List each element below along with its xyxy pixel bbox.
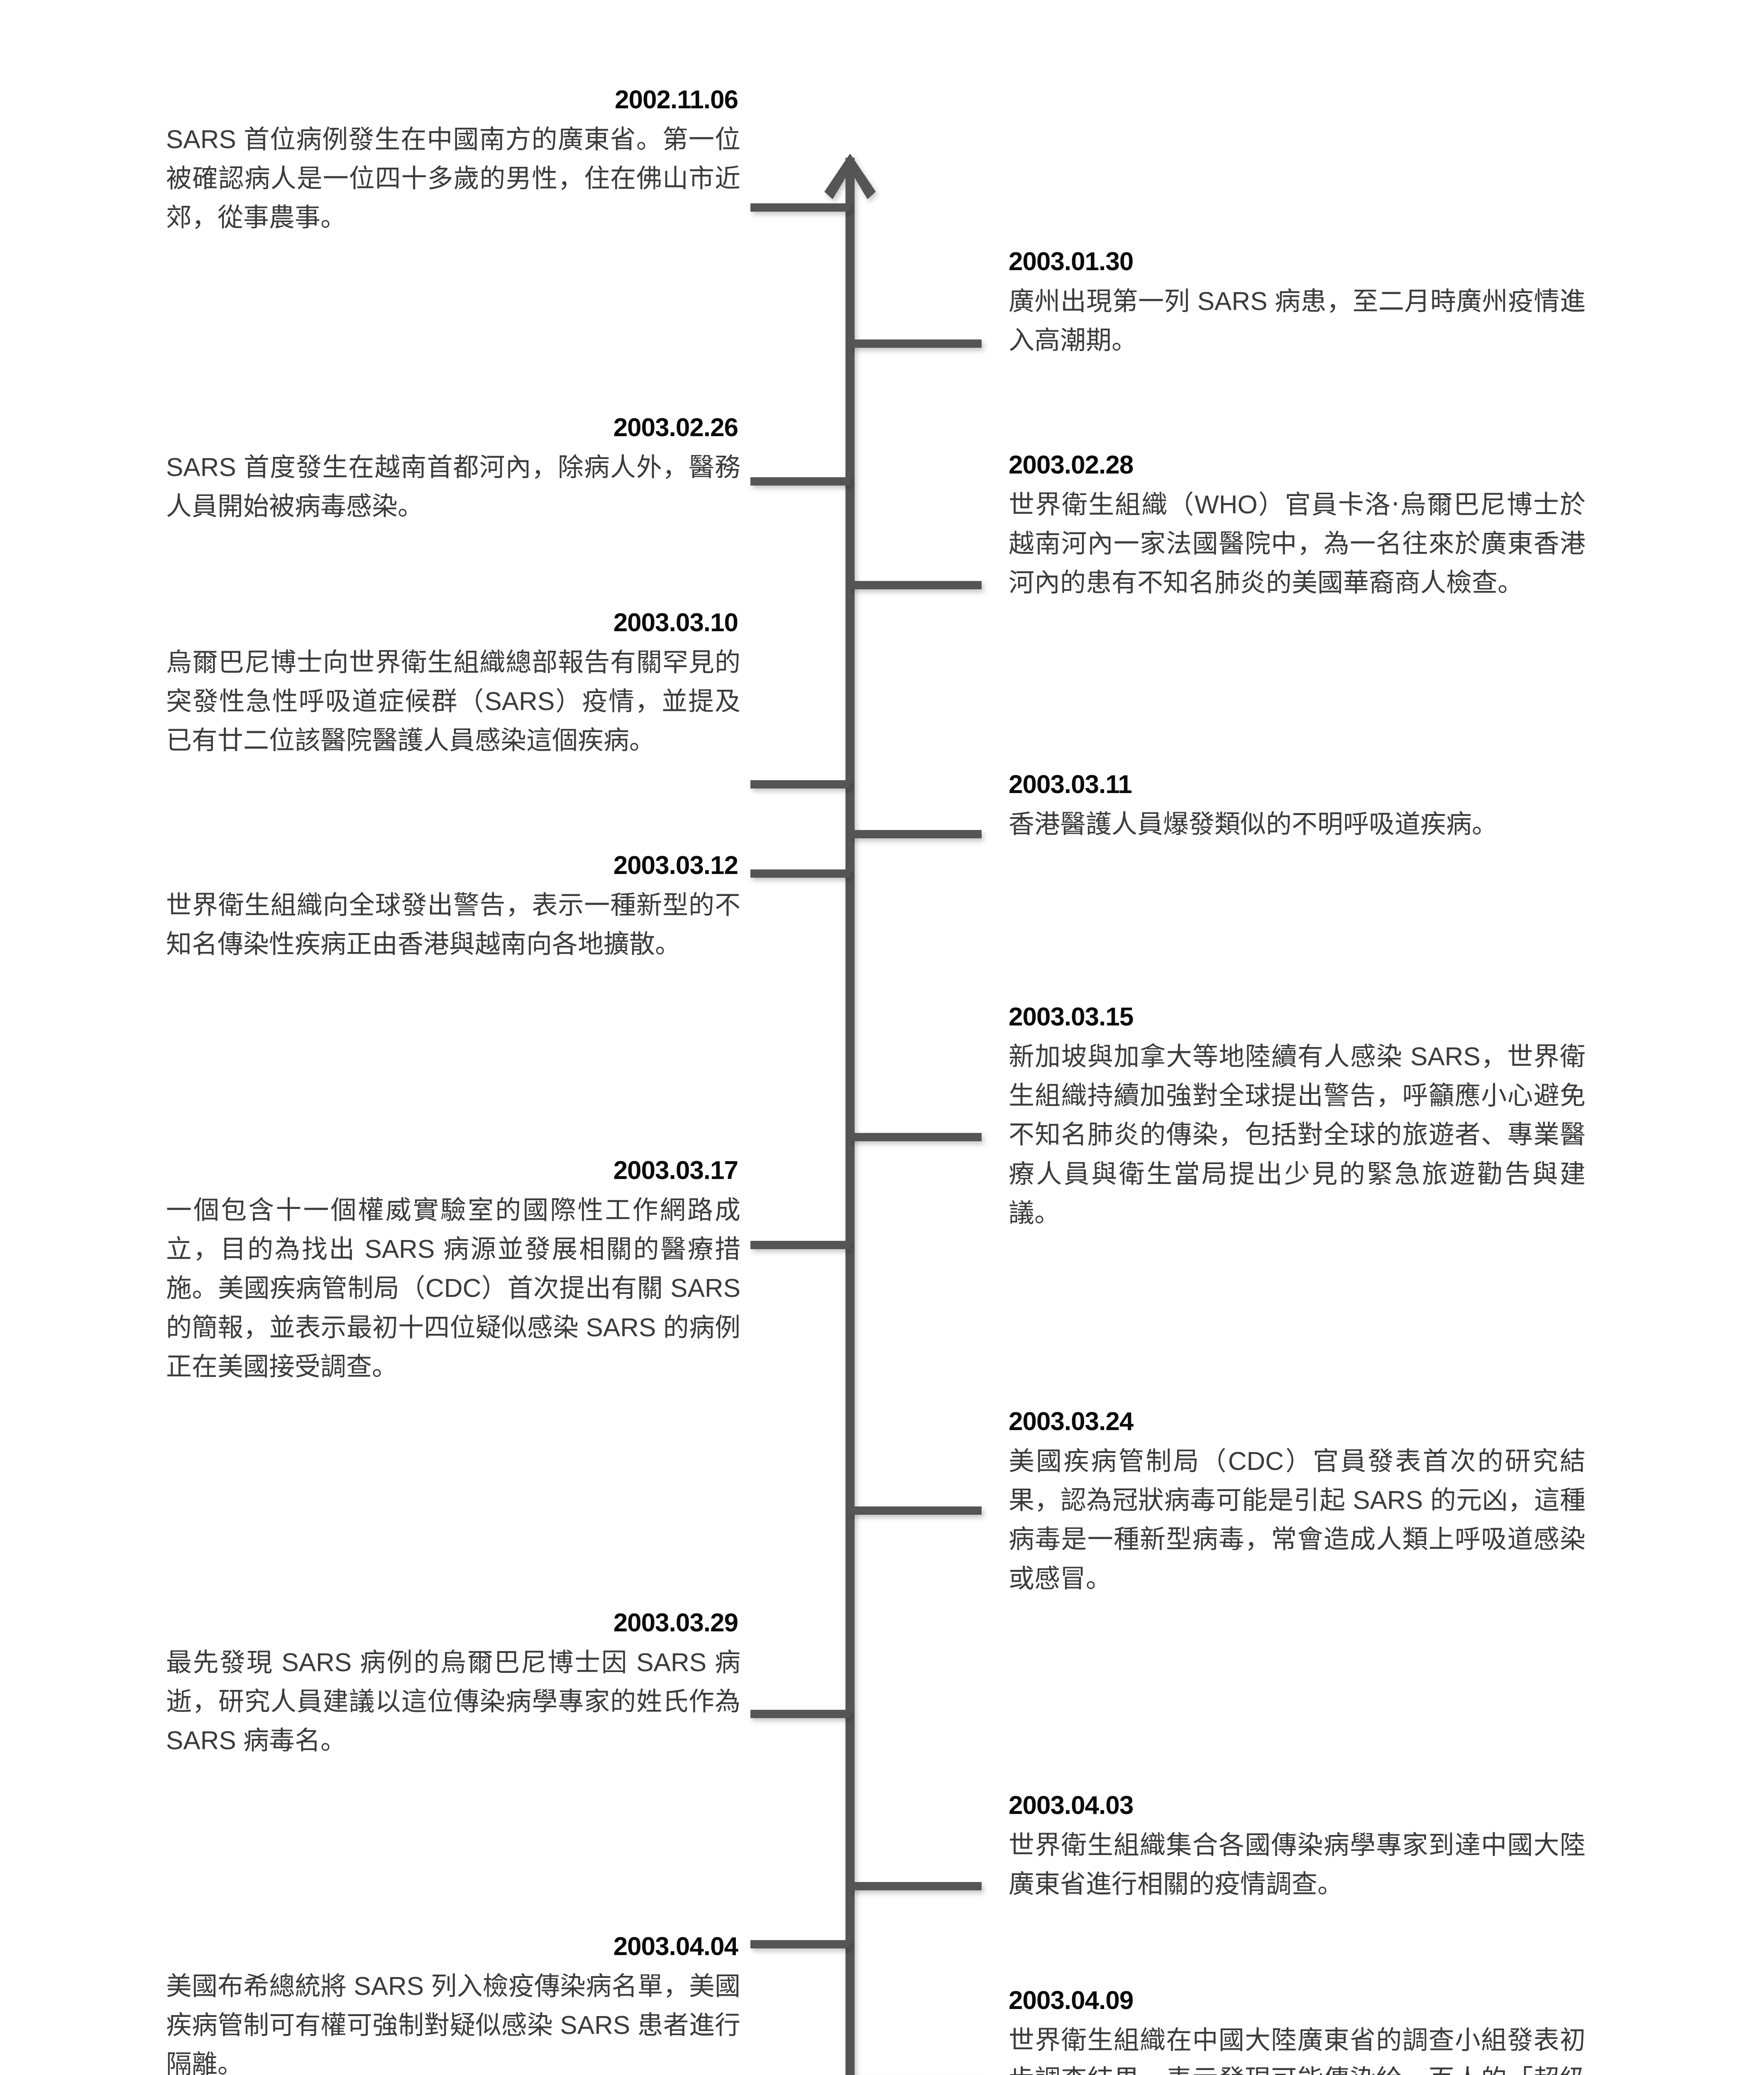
timeline-event-left-2003-03-29: 2003.03.29 最先發現 SARS 病例的烏爾巴尼博士因 SARS 病逝，研… (166, 1610, 743, 1761)
event-description: 烏爾巴尼博士向世界衛生組織總部報告有關罕見的突發性急性呼吸道症候群（SARS）疫… (166, 648, 740, 755)
timeline-connector-e3 (750, 477, 850, 486)
event-description: 新加坡與加拿大等地陸續有人感染 SARS，世界衛生組織持續加強對全球提出警告，呼… (1009, 1042, 1586, 1228)
event-description: SARS 首位病例發生在中國南方的廣東省。第一位被確認病人是一位四十多歲的男性，… (166, 125, 740, 232)
timeline-axis (824, 154, 876, 2075)
event-date: 2003.01.30 (1009, 247, 1134, 276)
event-description: 世界衛生組織在中國大陸廣東省的調查小組發表初步調查結果，表示發現可能傳染給一百人… (1009, 2026, 1586, 2075)
timeline-event-right-2003-03-11: 2003.03.11 香港醫護人員爆發類似的不明呼吸道疾病。 (1009, 772, 1586, 844)
timeline-connector-e6 (850, 830, 982, 838)
timeline-connector-e4 (850, 581, 982, 589)
timeline-event-right-2003-04-03: 2003.04.03 世界衛生組織集合各國傳染病學專家到達中國大陸廣東省進行相關的… (1009, 1793, 1586, 1904)
timeline-connectors (750, 203, 982, 1948)
timeline-connector-e9 (750, 1241, 850, 1249)
timeline-event-left-2003-04-04: 2003.04.04 美國布希總統將 SARS 列入檢疫傳染病名單，美國疾病管制可… (166, 1934, 743, 2075)
timeline-connector-e12 (850, 1882, 982, 1890)
timeline-connector-e1 (750, 203, 850, 212)
event-date: 2003.03.17 (613, 1156, 738, 1185)
timeline-connector-e13 (750, 1940, 850, 1948)
event-description: 香港醫護人員爆發類似的不明呼吸道疾病。 (1009, 810, 1498, 839)
timeline-connector-e8 (850, 1133, 982, 1141)
event-date: 2003.03.15 (1009, 1003, 1134, 1031)
event-date: 2003.03.10 (613, 608, 738, 637)
timeline-arrow-top (824, 154, 876, 199)
event-description: 美國疾病管制局（CDC）官員發表首次的研究結果，認為冠狀病毒可能是引起 SARS… (1009, 1447, 1586, 1593)
event-date: 2003.02.28 (1009, 451, 1134, 479)
timeline-event-right-2003-04-09: 2003.04.09 世界衛生組織在中國大陸廣東省的調查小組發表初步調查結果，表示… (1009, 1988, 1586, 2075)
event-description: 最先發現 SARS 病例的烏爾巴尼博士因 SARS 病逝，研究人員建議以這位傳染… (166, 1648, 740, 1755)
timeline-axis-shaft (845, 158, 855, 2075)
timeline-event-left-2003-03-17: 2003.03.17 一個包含十一個權威實驗室的國際性工作網路成立，目的為找出 S… (166, 1158, 743, 1387)
event-description: 世界衛生組織向全球發出警告，表示一種新型的不知名傳染性疾病正由香港與越南向各地擴… (166, 891, 740, 959)
timeline-event-right-2003-03-15: 2003.03.15 新加坡與加拿大等地陸續有人感染 SARS，世界衛生組織持續加… (1009, 1004, 1586, 1233)
event-date: 2003.04.09 (1009, 1986, 1134, 2015)
event-date: 2003.04.03 (1009, 1791, 1134, 1820)
event-description: SARS 首度發生在越南首都河內，除病人外，醫務人員開始被病毒感染。 (166, 453, 740, 521)
event-date: 2002.11.06 (615, 85, 738, 114)
event-description: 廣州出現第一列 SARS 病患，至二月時廣州疫情進入高潮期。 (1009, 287, 1586, 355)
timeline-connector-e10 (850, 1506, 982, 1515)
event-date: 2003.03.29 (613, 1609, 738, 1637)
event-date: 2003.03.11 (1009, 770, 1132, 799)
event-description: 美國布希總統將 SARS 列入檢疫傳染病名單，美國疾病管制可有權可強制對疑似感染… (166, 1972, 740, 2075)
timeline-event-right-2003-01-30: 2003.01.30 廣州出現第一列 SARS 病患，至二月時廣州疫情進入高潮期。 (1009, 249, 1586, 360)
timeline-connector-e7 (750, 869, 850, 878)
timeline-event-right-2003-03-24: 2003.03.24 美國疾病管制局（CDC）官員發表首次的研究結果，認為冠狀病毒… (1009, 1409, 1586, 1599)
event-date: 2003.03.24 (1009, 1407, 1134, 1436)
timeline-event-right-2003-02-28: 2003.02.28 世界衛生組織（WHO）官員卡洛‧烏爾巴尼博士於越南河內一家法… (1009, 452, 1586, 603)
event-date: 2003.02.26 (613, 413, 738, 442)
timeline-connector-e11 (750, 1710, 850, 1718)
event-date: 2003.04.04 (613, 1932, 738, 1961)
event-description: 世界衛生組織集合各國傳染病學專家到達中國大陸廣東省進行相關的疫情調查。 (1009, 1831, 1586, 1899)
timeline-event-left-2003-03-10: 2003.03.10 烏爾巴尼博士向世界衛生組織總部報告有關罕見的突發性急性呼吸道… (166, 610, 743, 761)
event-date: 2003.03.12 (613, 851, 738, 880)
timeline-event-left-2003-03-12: 2003.03.12 世界衛生組織向全球發出警告，表示一種新型的不知名傳染性疾病正… (166, 853, 743, 964)
event-description: 世界衛生組織（WHO）官員卡洛‧烏爾巴尼博士於越南河內一家法國醫院中，為一名往來… (1009, 491, 1586, 598)
event-description: 一個包含十一個權威實驗室的國際性工作網路成立，目的為找出 SARS 病源並發展相… (166, 1196, 740, 1381)
timeline-connector-e5 (750, 780, 850, 788)
timeline-connector-e2 (850, 339, 982, 348)
